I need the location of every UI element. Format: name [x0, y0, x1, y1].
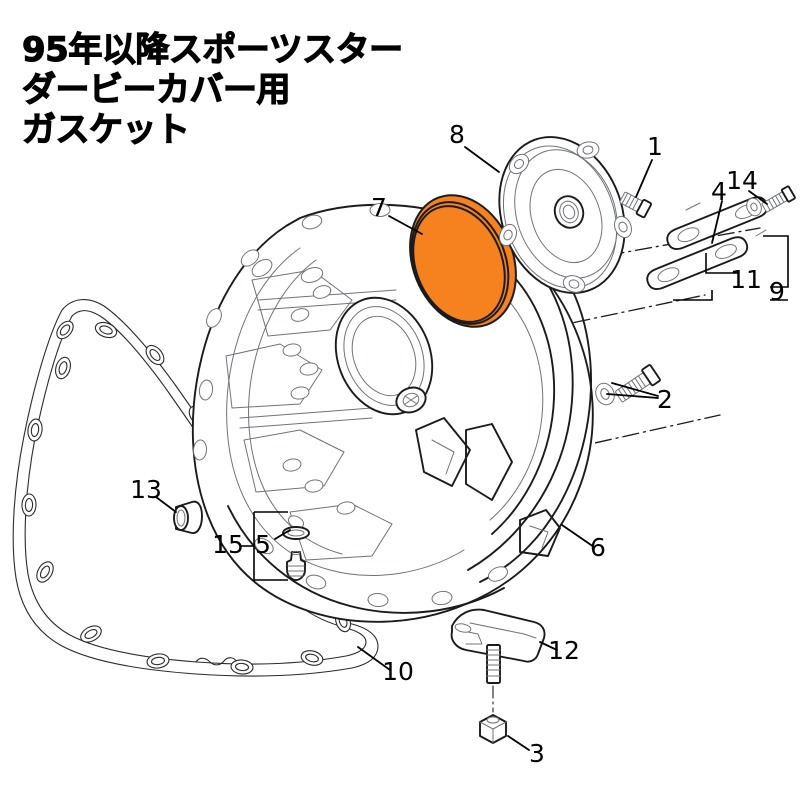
callout-8: 8 [449, 120, 465, 149]
callout-3: 3 [529, 739, 545, 768]
callout-6: 6 [590, 533, 606, 562]
part-primary-cover-screw [595, 364, 661, 406]
callout-10: 10 [382, 657, 414, 686]
callout-15: 15 [212, 530, 244, 559]
part-derby-cover [498, 136, 632, 294]
callout-2: 2 [657, 385, 673, 414]
callout-12: 12 [548, 636, 580, 665]
callout-9: 9 [769, 277, 785, 306]
callout-leader-lines [155, 146, 789, 751]
part-washer-and-screw [746, 185, 796, 217]
callout-5: 5 [255, 530, 271, 559]
part-hex-nut [479, 714, 507, 744]
part-derby-cover-screw [619, 191, 653, 219]
callout-11: 11 [730, 265, 762, 294]
callout-4: 4 [711, 177, 727, 206]
part-drain-plug-kit [282, 526, 310, 581]
housing-bosses [251, 258, 356, 515]
callout-13: 13 [130, 475, 162, 504]
part-inspection-plug [173, 500, 203, 534]
derby-cover-bolt-holes [499, 141, 632, 293]
callout-numbers: 1 2 3 4 5 6 7 8 9 10 11 12 13 14 15 [130, 120, 785, 768]
callout-7: 7 [371, 193, 387, 222]
callout-14: 14 [726, 166, 758, 195]
callout-1: 1 [647, 132, 663, 161]
part-clutch-cable-bracket [450, 608, 546, 713]
